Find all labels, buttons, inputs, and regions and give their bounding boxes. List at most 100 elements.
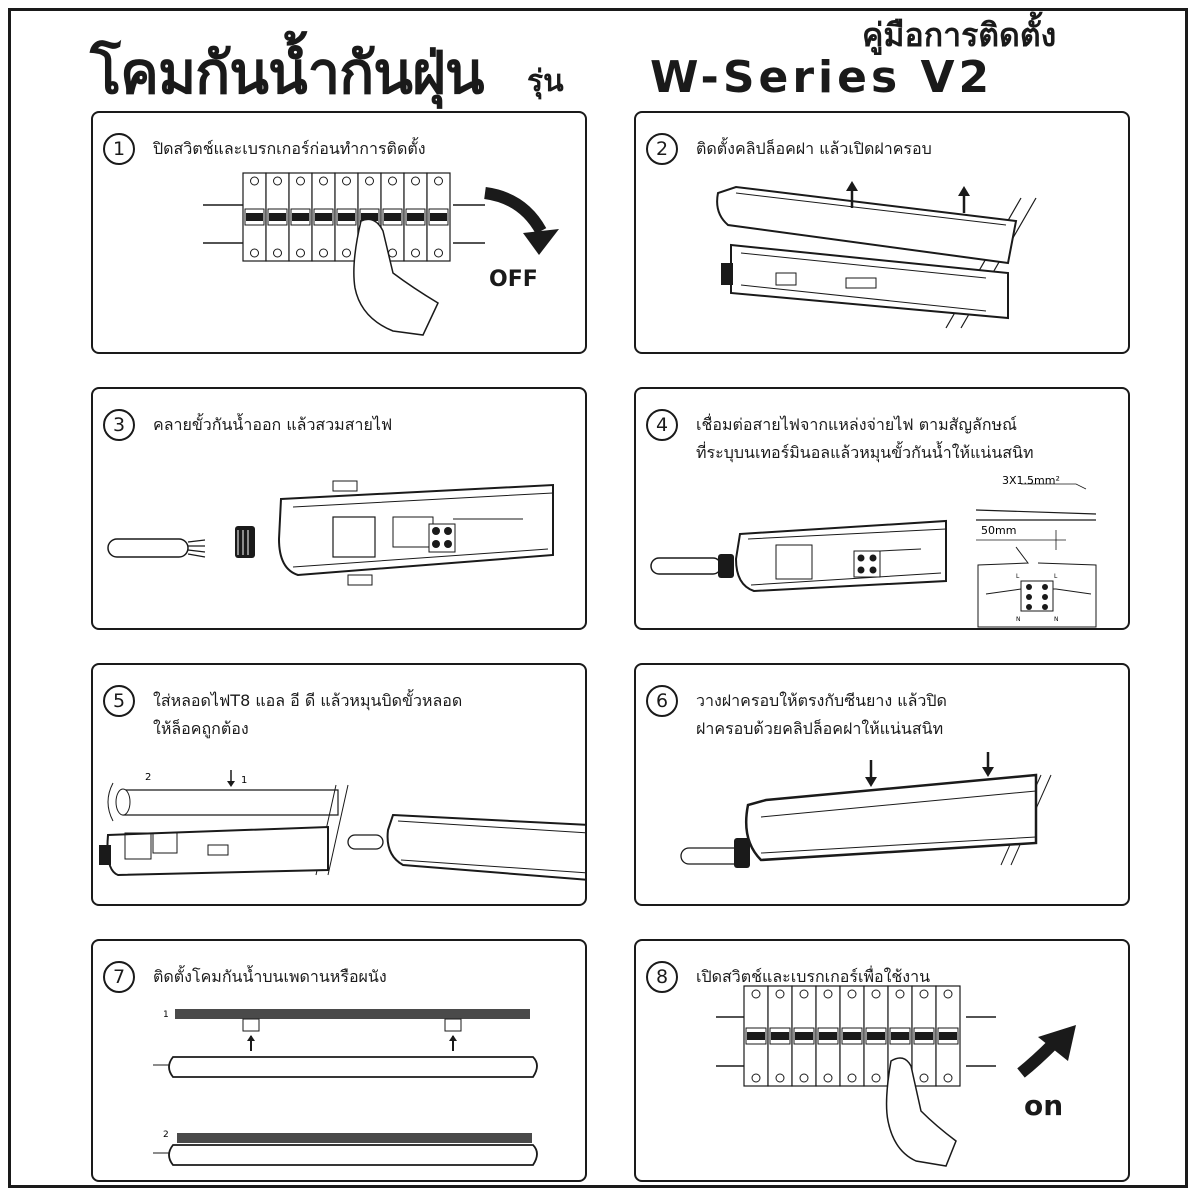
open-cover-illustration bbox=[716, 181, 1037, 329]
breaker-toggle bbox=[747, 1032, 765, 1040]
wire-spec-label: 3X1.5mm² bbox=[1002, 474, 1060, 487]
strip-length-label: 50mm bbox=[981, 524, 1016, 537]
breaker-screw bbox=[273, 176, 282, 186]
breaker-toggle bbox=[292, 213, 309, 221]
breaker-toggle bbox=[819, 1032, 837, 1040]
step-7-panel: 1 2 7 ติดตั้งโคมกันน้ำบนเพดานหรือผนัง bbox=[91, 939, 587, 1182]
step-instruction: เปิดสวิตช์และเบรกเกอร์เพื่อใช้งาน bbox=[696, 967, 931, 986]
step-number: 8 bbox=[646, 961, 678, 993]
breaker-toggle bbox=[361, 213, 378, 221]
breaker-toggle bbox=[338, 213, 355, 221]
step-instruction: ใส่หลอดไฟT8 แอล อี ดี แล้วหมุนบิดขั้วหลอ… bbox=[153, 687, 462, 743]
breaker-toggle bbox=[384, 213, 401, 221]
breaker-screw bbox=[919, 1073, 929, 1083]
off-label: OFF bbox=[489, 267, 538, 292]
step-instruction: ติดตั้งคลิปล็อคฝา แล้วเปิดฝาครอบ bbox=[696, 139, 932, 158]
breaker-screw bbox=[751, 1073, 761, 1083]
instruction-line: ใส่หลอดไฟT8 แอล อี ดี แล้วหมุนบิดขั้วหลอ… bbox=[153, 691, 463, 710]
breaker-screw bbox=[871, 989, 881, 999]
breaker-toggle bbox=[843, 1032, 861, 1040]
step-number: 6 bbox=[646, 685, 678, 717]
step-number: 4 bbox=[646, 409, 678, 441]
breaker-screw bbox=[871, 1073, 881, 1083]
instruction-line: วางฝาครอบให้ตรงกับซีนยาง แล้วปิด bbox=[696, 691, 947, 710]
breaker-screw bbox=[775, 1073, 785, 1083]
mounting-illustration: 1 2 bbox=[153, 1009, 538, 1166]
breaker-screw bbox=[411, 176, 420, 186]
instruction-line: ที่ระบุบนเทอร์มินอลแล้วหมุนขั้วกันน้ำให้… bbox=[696, 443, 1034, 462]
breaker-screw bbox=[342, 248, 351, 258]
wiring-illustration: 3X1.5mm² 50mm L L N N bbox=[650, 474, 1097, 628]
terminal-label: L bbox=[1054, 573, 1058, 580]
step-instruction: ติดตั้งโคมกันน้ำบนเพดานหรือผนัง bbox=[153, 967, 387, 986]
breaker-toggle bbox=[407, 213, 424, 221]
breaker-screw bbox=[434, 176, 443, 186]
breaker-screw bbox=[434, 248, 443, 258]
step-instruction: ปิดสวิตช์และเบรกเกอร์ก่อนทำการติดตั้ง bbox=[153, 139, 426, 158]
rotate-step-label: 2 bbox=[145, 772, 151, 783]
model-name: W-Series V2 bbox=[650, 52, 994, 103]
instruction-line: ฝาครอบด้วยคลิปล็อคฝาให้แน่นสนิท bbox=[696, 719, 944, 738]
step-instruction: วางฝาครอบให้ตรงกับซีนยาง แล้วปิด ฝาครอบด… bbox=[696, 687, 947, 743]
step-2-panel: 2 ติดตั้งคลิปล็อคฝา แล้วเปิดฝาครอบ bbox=[634, 111, 1130, 354]
breaker-screw bbox=[411, 248, 420, 258]
instruction-line: เชื่อมต่อสายไฟจากแหล่งจ่ายไฟ ตามสัญลักษณ… bbox=[696, 415, 1017, 434]
terminal-label: N bbox=[1016, 616, 1021, 623]
breaker-screw bbox=[250, 176, 259, 186]
breaker-toggle bbox=[915, 1032, 933, 1040]
close-cover-illustration bbox=[680, 752, 1052, 868]
stage-label: 1 bbox=[163, 1010, 169, 1020]
breaker-screw bbox=[319, 248, 328, 258]
step-number: 3 bbox=[103, 409, 135, 441]
breaker-toggle bbox=[891, 1032, 909, 1040]
breaker-screw bbox=[895, 989, 905, 999]
breaker-screw bbox=[365, 176, 374, 186]
cable-gland-illustration bbox=[107, 480, 554, 586]
step-number: 1 bbox=[103, 133, 135, 165]
breaker-screw bbox=[250, 248, 259, 258]
instruction-line: ให้ล็อคถูกต้อง bbox=[153, 719, 249, 738]
breaker-screw bbox=[847, 989, 857, 999]
breaker-toggle bbox=[867, 1032, 885, 1040]
step-number: 5 bbox=[103, 685, 135, 717]
breaker-screw bbox=[847, 1073, 857, 1083]
breaker-screw bbox=[943, 989, 953, 999]
breaker-screw bbox=[319, 176, 328, 186]
breaker-screw bbox=[799, 989, 809, 999]
terminal-label: N bbox=[1054, 616, 1059, 623]
step-instruction: เชื่อมต่อสายไฟจากแหล่งจ่ายไฟ ตามสัญลักษณ… bbox=[696, 411, 1034, 467]
breaker-screw bbox=[823, 1073, 833, 1083]
breaker-off-illustration bbox=[203, 172, 559, 336]
step-6-panel: 6 วางฝาครอบให้ตรงกับซีนยาง แล้วปิด ฝาครอ… bbox=[634, 663, 1130, 906]
main-title: โคมกันน้ำกันฝุ่น bbox=[90, 39, 485, 107]
breaker-screw bbox=[273, 248, 282, 258]
breaker-screw bbox=[919, 989, 929, 999]
insert-tube-illustration: 2 1 bbox=[99, 770, 585, 881]
breaker-screw bbox=[296, 248, 305, 258]
step-5-panel: 2 1 5 ใส่หลอดไฟT8 แอล อี ดี แล้วหมุนบิดข… bbox=[91, 663, 587, 906]
step-3-panel: 3 คลายขั้วกันน้ำออก แล้วสวมสายไฟ bbox=[91, 387, 587, 630]
terminal-label: L bbox=[1016, 573, 1020, 580]
breaker-toggle bbox=[246, 213, 263, 221]
breaker-screw bbox=[751, 989, 761, 999]
step-number: 7 bbox=[103, 961, 135, 993]
step-4-panel: 3X1.5mm² 50mm L L N N 4 เชื่อมต่อสายไฟจา… bbox=[634, 387, 1130, 630]
breaker-on-illustration bbox=[716, 985, 1076, 1167]
page-frame bbox=[8, 8, 1188, 1188]
breaker-screw bbox=[296, 176, 305, 186]
model-prefix: รุ่น bbox=[527, 64, 564, 99]
on-label: on bbox=[1024, 1089, 1064, 1122]
step-instruction: คลายขั้วกันน้ำออก แล้วสวมสายไฟ bbox=[153, 415, 393, 434]
breaker-screw bbox=[775, 989, 785, 999]
breaker-toggle bbox=[795, 1032, 813, 1040]
breaker-screw bbox=[342, 176, 351, 186]
breaker-toggle bbox=[939, 1032, 957, 1040]
breaker-toggle bbox=[430, 213, 447, 221]
breaker-screw bbox=[388, 176, 397, 186]
step-number: 2 bbox=[646, 133, 678, 165]
insert-step-label: 1 bbox=[241, 775, 247, 786]
step-1-panel: 1 ปิดสวิตช์และเบรกเกอร์ก่อนทำการติดตั้ง … bbox=[91, 111, 587, 354]
breaker-screw bbox=[943, 1073, 953, 1083]
manual-title: คู่มือการติดตั้ง bbox=[862, 16, 1057, 54]
breaker-toggle bbox=[771, 1032, 789, 1040]
